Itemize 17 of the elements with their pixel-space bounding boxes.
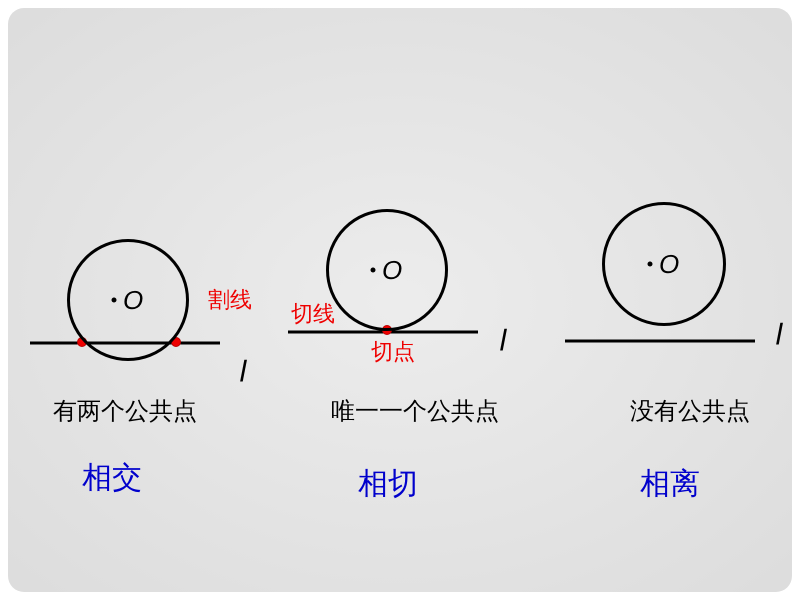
center-label: O — [382, 257, 402, 283]
caption: 唯一一个公共点 — [331, 398, 499, 424]
caption: 没有公共点 — [630, 398, 750, 424]
center-label: O — [123, 287, 144, 313]
line-label: 切点 — [371, 340, 415, 366]
relation-label: 相交 — [82, 462, 142, 494]
relation-label: 相离 — [640, 468, 700, 500]
caption: 有两个公共点 — [53, 398, 197, 424]
line-name: l — [776, 318, 782, 352]
center-label: O — [659, 251, 680, 277]
line-name: l — [500, 324, 506, 358]
circle — [602, 202, 726, 326]
line-name: l — [240, 356, 246, 388]
line-label: 切线 — [291, 302, 335, 328]
circle — [67, 239, 189, 361]
relation-label: 相切 — [358, 468, 418, 500]
line-label: 割线 — [208, 288, 252, 314]
